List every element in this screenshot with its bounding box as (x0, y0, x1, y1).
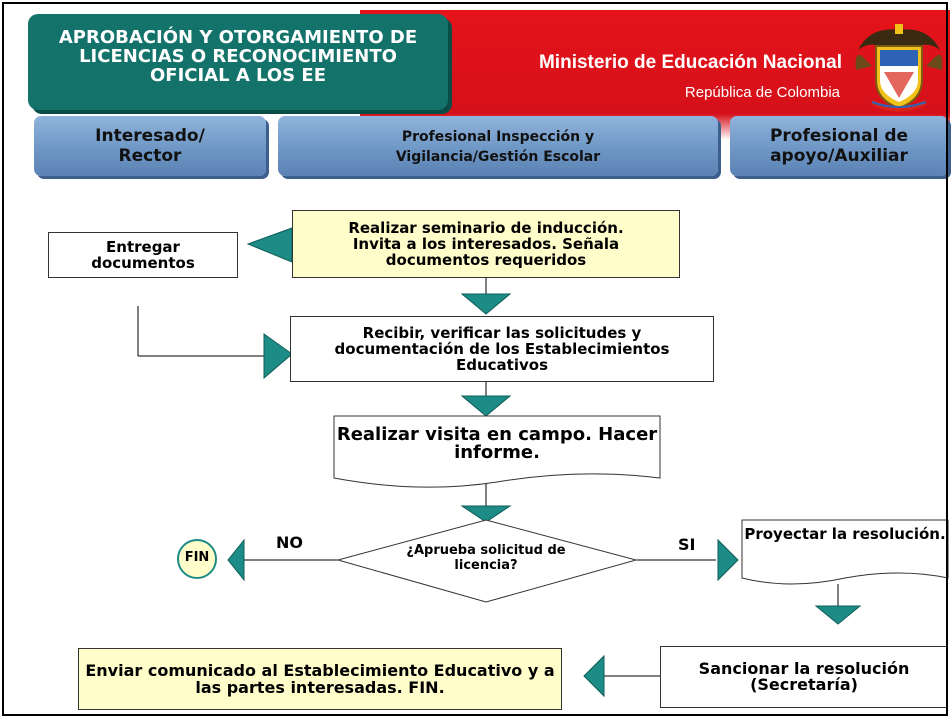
decision-label: ¿Aprueba solicitud de licencia? (406, 543, 566, 573)
project-step-label: Proyectar la resolución. (744, 525, 946, 543)
lane-header-interesado-label: Interesado/ Rector (95, 126, 205, 166)
arrowhead-to-fin (227, 538, 245, 582)
visit-document-shape (333, 415, 661, 488)
lane-header-profesional-label: Profesional Inspección y Vigilancia/Gest… (395, 129, 601, 165)
project-document-shape (741, 519, 949, 585)
deliver-step-label: Entregar documentos (91, 238, 195, 272)
send-step-label: Enviar comunicado al Establecimiento Edu… (85, 661, 555, 697)
lane-header-profesional: Profesional Inspección y Vigilancia/Gest… (278, 116, 718, 176)
arrowhead-to-send (583, 654, 605, 698)
decision-diamond (336, 519, 638, 603)
republic-name: República de Colombia (684, 84, 840, 101)
deliver-step: Entregar documentos (48, 232, 238, 278)
end-label: FIN (184, 550, 210, 565)
sanction-step-label: Sancionar la resolución (Secretaría) (698, 659, 910, 694)
lane-header-apoyo-label: Profesional de apoyo/Auxiliar (769, 126, 909, 166)
lane-header-interesado: Interesado/ Rector (34, 116, 266, 176)
arrowhead-to-receive (460, 293, 512, 315)
arrowhead-to-project (717, 538, 739, 582)
sanction-step: Sancionar la resolución (Secretaría) (660, 646, 948, 708)
arrowhead-to-visit (460, 395, 512, 417)
process-title-text: APROBACIÓN Y OTORGAMIENTO DE LICENCIAS O… (58, 27, 418, 86)
coat-of-arms-logo (855, 24, 943, 112)
seminar-step: Realizar seminario de inducción. Invita … (292, 210, 680, 278)
edge-label-no: NO (276, 533, 303, 552)
receive-step-label: Recibir, verificar las solicitudes y doc… (334, 324, 670, 374)
arrowhead-to-sanction (814, 605, 862, 625)
end-terminator (177, 539, 217, 579)
send-step: Enviar comunicado al Establecimiento Edu… (78, 648, 562, 710)
arrowhead-deliver-to-receive (263, 333, 293, 380)
lane-header-apoyo: Profesional de apoyo/Auxiliar (730, 116, 948, 176)
visit-step-label: Realizar visita en campo. Hacer informe. (336, 424, 658, 463)
arrowhead-to-decision (460, 505, 512, 523)
receive-step: Recibir, verificar las solicitudes y doc… (290, 316, 714, 382)
edge-label-yes: SI (678, 535, 696, 554)
ministry-name: Ministerio de Educación Nacional (538, 52, 842, 73)
seminar-step-label: Realizar seminario de inducción. Invita … (348, 219, 624, 269)
process-title: APROBACIÓN Y OTORGAMIENTO DE LICENCIAS O… (28, 14, 448, 110)
